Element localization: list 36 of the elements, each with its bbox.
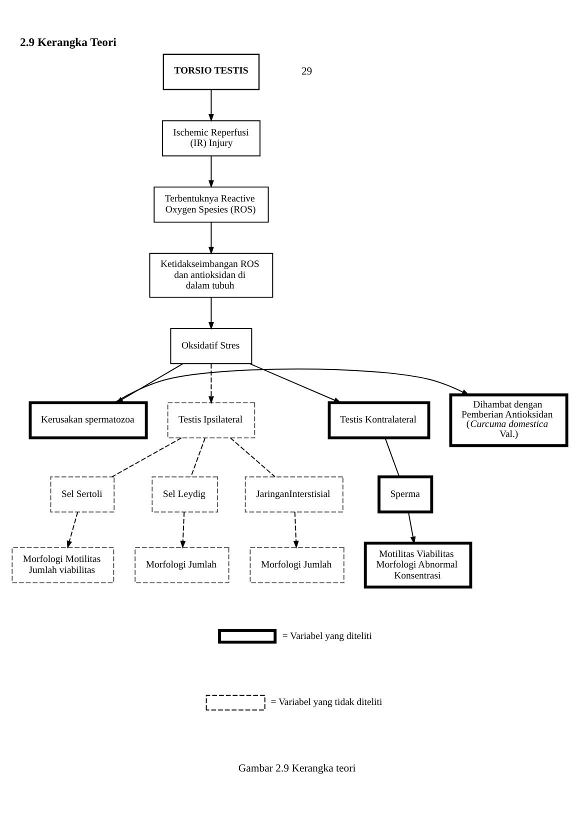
node-box: JaringanInterstisial	[244, 476, 344, 512]
node-box: Morfologi Jumlah	[134, 546, 230, 583]
node-box: Sperma	[378, 474, 434, 513]
arrow	[293, 511, 299, 548]
legend-label: = Variabel yang tidak diteliti	[270, 696, 382, 708]
node-box: Morfologi Motilitas Jumlah viabilitas	[12, 546, 114, 583]
arrow	[208, 221, 214, 254]
caption: Gambar 2.9 Kerangka teori	[238, 762, 356, 774]
node-box: Ketidakseimbangan ROS dan antioksidan di dalam tubuh	[149, 252, 274, 298]
node-box: Testis Kontralateral	[328, 400, 430, 439]
connector	[190, 436, 206, 477]
node-box: Motilitas Viabilitas Morfologi Abnormal Konsentrasi	[364, 541, 472, 588]
connector	[230, 436, 276, 477]
node-box: Morfologi Jumlah	[250, 546, 344, 583]
arrow	[66, 511, 78, 548]
diagram-title: 2.9 Kerangka Teori	[20, 36, 116, 49]
arrow	[208, 155, 214, 188]
node-box: Sel Sertoli	[50, 476, 115, 512]
arrow	[180, 511, 186, 548]
node-box: Oksidatif Stres	[170, 328, 252, 364]
arrow	[208, 362, 214, 404]
node-box: Terbentuknya Reactive Oxygen Spesies (ROS)	[154, 186, 269, 222]
arrow	[408, 511, 416, 544]
node-box: Sel Leydig	[152, 476, 218, 512]
node-box: Ischemic Reperfusi (IR) Injury	[162, 120, 260, 156]
connector	[384, 436, 400, 477]
node-box: TORSIO TESTIS	[162, 53, 260, 90]
arrow	[250, 362, 342, 403]
node-box: Testis Ipsilateral	[167, 402, 256, 438]
node-box: Kerusakan spermatozoa	[28, 400, 148, 439]
label: 29	[301, 65, 312, 78]
connector	[112, 436, 182, 477]
legend-label: = Variabel yang diteliti	[282, 630, 372, 642]
node-box: Dihambat dengan Pemberian Antioksidan (Curcuma domestica Val.)	[449, 392, 568, 447]
arrow	[208, 296, 214, 330]
arrow	[208, 88, 214, 122]
